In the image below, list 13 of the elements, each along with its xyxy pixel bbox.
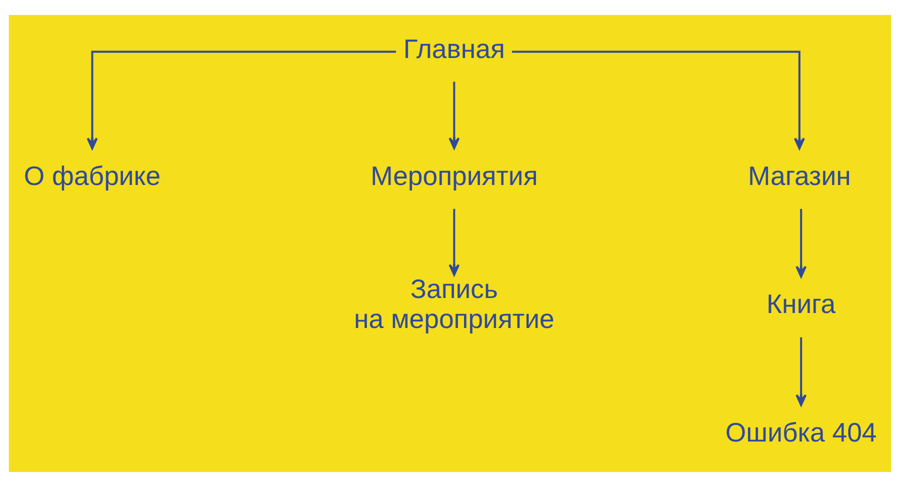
node-text: Мероприятия <box>370 160 538 191</box>
node-text: О фабрике <box>24 160 161 191</box>
node-text: Ошибка 404 <box>725 418 877 448</box>
arrow <box>796 208 807 278</box>
arrow <box>512 50 805 150</box>
node-text: Магазин <box>748 160 851 191</box>
node-text: Запись на мероприятие <box>354 274 554 334</box>
arrow <box>86 50 396 150</box>
node-text: Книга <box>766 289 836 320</box>
arrow <box>448 208 460 276</box>
arrow <box>796 337 807 406</box>
arrow <box>448 82 460 150</box>
node-text: Главная <box>403 34 505 64</box>
